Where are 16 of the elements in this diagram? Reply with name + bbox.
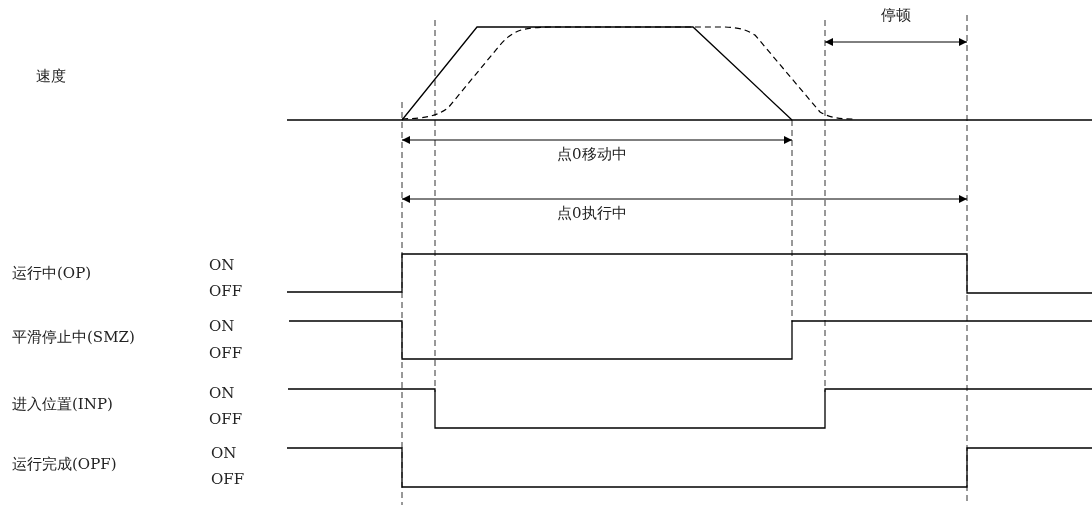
signal-label: 平滑停止中(SMZ): [12, 328, 135, 346]
time-span-label: 点0执行中: [557, 204, 627, 222]
signal-label: 运行完成(OPF): [12, 455, 117, 473]
state-label: ON: [211, 444, 237, 462]
state-label: ON: [209, 256, 235, 274]
signal-label: 进入位置(INP): [12, 395, 113, 413]
time-span-label: 点0移动中: [557, 145, 627, 163]
state-label: OFF: [211, 470, 245, 488]
state-label: OFF: [209, 410, 243, 428]
signal-label: 运行中(OP): [12, 264, 92, 282]
state-label: OFF: [209, 282, 243, 300]
state-label: OFF: [209, 344, 243, 362]
axis-label: 速度: [36, 67, 66, 85]
state-label: ON: [209, 384, 235, 402]
time-span-label: 停顿: [881, 6, 911, 24]
state-label: ON: [209, 317, 235, 335]
